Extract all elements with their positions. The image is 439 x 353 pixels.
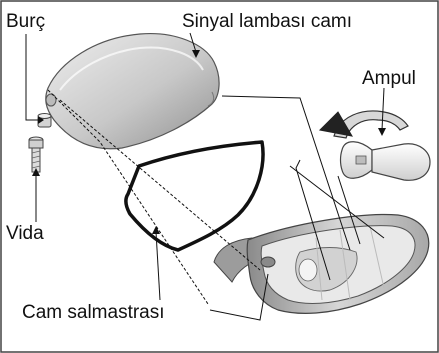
screw <box>29 137 43 172</box>
lens-gasket <box>126 142 263 250</box>
label-burc: Burç <box>6 12 45 31</box>
signal-housing <box>214 215 429 314</box>
bulb <box>341 142 431 181</box>
rotation-arrow <box>320 111 408 138</box>
label-cam-salmastrasi: Cam salmastrası <box>22 303 165 322</box>
leader-ampul <box>382 88 384 130</box>
label-vida: Vida <box>6 224 44 243</box>
label-sinyal-lambasi-cami: Sinyal lambası camı <box>182 12 352 31</box>
leader-burc <box>26 34 38 120</box>
label-ampul: Ampul <box>362 69 416 88</box>
